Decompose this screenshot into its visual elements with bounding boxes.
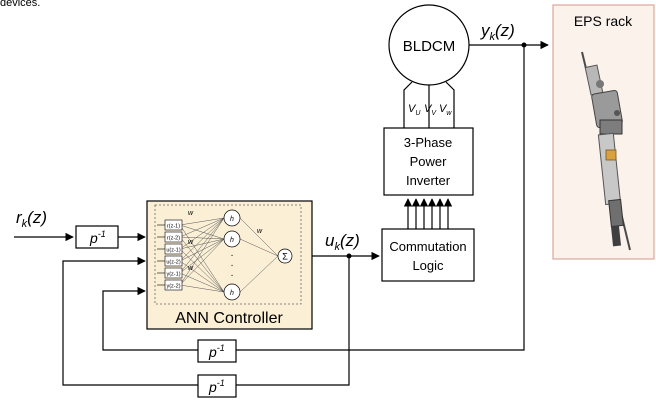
output-junction (521, 42, 527, 48)
hidden-neuron (223, 230, 241, 248)
commutation-line-2: Logic (412, 258, 444, 273)
hidden-neuron (223, 209, 241, 227)
hidden-neuron-label: h (230, 290, 234, 297)
signal-label-rk: rk(z) (16, 208, 47, 230)
sum-symbol: Σ (282, 252, 288, 262)
weight-label: w (188, 265, 194, 272)
ann-controller-label: ANN Controller (175, 310, 283, 327)
bldcm-label: BLDCM (403, 38, 456, 55)
ellipsis-dot: · (230, 250, 233, 261)
phase-label-vw: Vw (439, 103, 452, 117)
hidden-neuron-label: h (230, 237, 234, 244)
ann-hidden-layer: h h · · · h (223, 209, 241, 301)
ann-input-node: u(z-2) (166, 260, 181, 266)
delay-label: p-1 (208, 343, 225, 360)
u-feedback-return (62, 256, 198, 386)
phase-label-vv: VV (424, 103, 437, 117)
ann-input-node: y(z-2) (166, 284, 180, 290)
ellipsis-dot: · (230, 260, 233, 271)
delay-label: p-1 (208, 378, 225, 395)
phase-wires (403, 81, 455, 128)
inverter-line-2: Power (410, 154, 448, 169)
ann-weight-labels: w w w w (188, 210, 263, 272)
y-feedback-line (236, 45, 525, 351)
weight-label: w (257, 228, 263, 235)
hidden-neuron-label: h (230, 216, 234, 223)
ann-input-node: r(z-1) (167, 224, 180, 230)
y-feedback-return (102, 286, 198, 351)
delay-block-y-feedback (197, 339, 237, 363)
ann-input-layer: r(z-1) r(z-2) u(z-1) u(z-2) y(z-1) y(z-2… (164, 219, 183, 291)
eps-rack-panel: EPS rack (552, 4, 655, 260)
eps-rack-label: EPS rack (574, 13, 633, 29)
gate-signal-arrows (403, 198, 453, 229)
ellipsis-dot: · (230, 270, 233, 281)
phase-label-vu: VU (408, 103, 421, 117)
eps-rack-image (581, 51, 631, 251)
ann-network-border (154, 204, 302, 305)
sum-node (277, 248, 293, 264)
u-feedback-line (236, 256, 350, 386)
ann-input-lines (157, 224, 165, 286)
signal-label-uk: uk(z) (325, 231, 360, 253)
ann-input-node: y(z-1) (166, 272, 180, 278)
ann-input-node: u(z-1) (166, 248, 181, 254)
delay-block-input (75, 225, 119, 249)
commutation-line-1: Commutation (389, 239, 466, 254)
ann-input-node: r(z-2) (167, 236, 180, 242)
weight-label: w (188, 239, 194, 246)
delay-label: p-1 (89, 229, 106, 246)
header-fragment: devices. (0, 0, 40, 9)
hidden-neuron (223, 283, 241, 301)
signal-label-yk: yk(z) (480, 21, 515, 43)
inverter-line-3: Inverter (406, 173, 451, 188)
ann-controller-block: ANN Controller r(z-1) r(z-2) u(z-1) u (146, 200, 313, 330)
signal-lines (14, 40, 549, 386)
control-junction (346, 253, 352, 259)
inverter-line-1: 3-Phase (404, 135, 452, 150)
commutation-logic-block (381, 228, 475, 282)
power-inverter-block (383, 127, 474, 196)
weight-label: w (188, 210, 194, 217)
ann-connections (179, 217, 279, 293)
delay-block-u-feedback (197, 374, 237, 398)
